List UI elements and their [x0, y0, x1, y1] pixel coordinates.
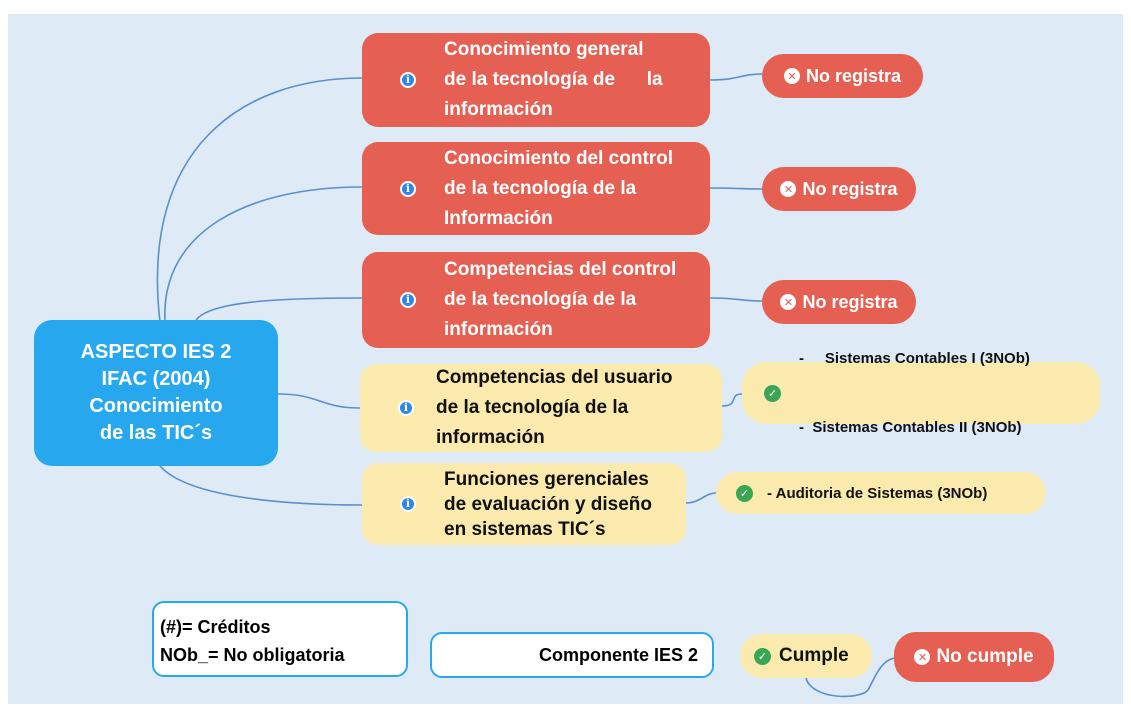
legend-credits-box: (#)= Créditos NOb_= No obligatoria [152, 601, 408, 677]
legend-no-cumple-label: No cumple [936, 646, 1034, 667]
result-no-registra[interactable]: ✕ No registra [762, 167, 916, 211]
topic-conocimiento-control[interactable]: i Conocimiento del control de la tecnolo… [362, 142, 710, 235]
x-circle-icon: ✕ [780, 294, 797, 310]
topic-label: Competencias del usuario de la tecnologí… [436, 367, 673, 448]
check-circle-icon: ✓ [736, 484, 753, 502]
result-line: - Sistemas Contables I (3NOb) [799, 350, 1030, 367]
result-line: - Auditoria de Sistemas (3NOb) [767, 484, 988, 502]
result-label: No registra [802, 178, 898, 199]
x-circle-icon: ✕ [780, 181, 797, 197]
x-circle-icon: ✕ [914, 649, 931, 665]
legend-component-box: Componente IES 2 [430, 632, 714, 678]
legend-cumple-label: Cumple [779, 645, 849, 666]
legend-nob: NOb_= No obligatoria [160, 645, 345, 665]
topic-label: Conocimiento del control de la tecnologí… [444, 147, 674, 229]
info-icon[interactable]: i [400, 292, 416, 308]
x-circle-icon: ✕ [783, 68, 800, 84]
check-circle-icon: ✓ [764, 384, 781, 402]
root-node-aspecto-ies2[interactable]: ASPECTO IES 2 IFAC (2004) Conocimiento d… [34, 320, 278, 466]
result-label: No registra [802, 291, 898, 312]
info-icon[interactable]: i [400, 180, 416, 197]
result-no-registra[interactable]: ✕ No registra [762, 54, 923, 98]
topic-competencias-usuario[interactable]: i Competencias del usuario de la tecnolo… [360, 364, 722, 452]
topic-competencias-control[interactable]: i Competencias del control de la tecnolo… [362, 252, 710, 348]
legend-credits: (#)= Créditos [160, 617, 271, 637]
info-icon[interactable]: i [398, 400, 414, 416]
info-icon[interactable]: i [400, 496, 416, 512]
root-line: IFAC (2004) [101, 368, 211, 390]
root-line: de las TIC´s [99, 422, 213, 444]
legend-no-cumple[interactable]: ✕ No cumple [894, 632, 1054, 682]
legend-cumple[interactable]: ✓ Cumple [740, 634, 872, 678]
topic-funciones-gerenciales[interactable]: i Funciones gerenciales de evaluación y … [362, 463, 686, 545]
root-line: Conocimiento [89, 395, 223, 417]
root-line: ASPECTO IES 2 [80, 341, 232, 363]
result-auditoria-sistemas[interactable]: ✓ - Auditoria de Sistemas (3NOb) [716, 472, 1046, 514]
topic-label: Funciones gerenciales de evaluación y di… [444, 468, 653, 540]
result-no-registra[interactable]: ✕ No registra [762, 280, 916, 324]
info-icon[interactable]: i [400, 72, 416, 88]
topic-label: Conocimiento general de la tecnología de… [444, 39, 663, 120]
result-sistemas-contables[interactable]: ✓ - Sistemas Contables I (3NOb) - Sistem… [742, 350, 1100, 436]
legend-component: Componente IES 2 [538, 644, 698, 665]
topic-conocimiento-general[interactable]: i Conocimiento general de la tecnología … [362, 33, 710, 127]
result-line: - Sistemas Contables II (3NOb) [799, 419, 1022, 436]
topic-label: Competencias del control de la tecnologí… [444, 259, 677, 340]
check-circle-icon: ✓ [754, 647, 771, 665]
result-label: No registra [805, 65, 902, 86]
